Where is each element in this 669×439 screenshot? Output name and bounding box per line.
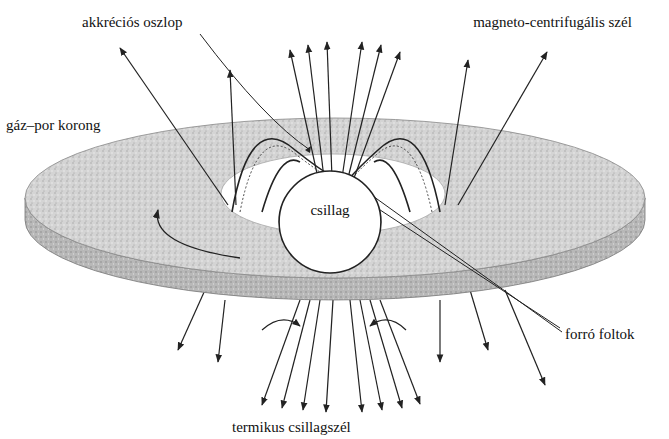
disk-label: gáz–por korong — [4, 117, 103, 133]
star-circle: csillag — [278, 170, 382, 274]
label-holder: akkréciós oszlop — [80, 14, 280, 31]
accretion-column-label: akkréciós oszlop — [80, 14, 184, 30]
label-holder: termikus csillagszél — [230, 419, 460, 436]
star-label: csillag — [278, 202, 382, 219]
thermal-wind-label: termikus csillagszél — [230, 419, 353, 435]
wind-label: magneto-centrifugális szél — [471, 14, 634, 30]
label-holder: magneto-centrifugális szél — [455, 14, 650, 31]
label-holder: gáz–por korong — [4, 117, 204, 134]
hot-spots-label: forró foltok — [563, 326, 637, 342]
star-outline — [278, 170, 382, 274]
label-holder: forró foltok — [563, 326, 669, 343]
